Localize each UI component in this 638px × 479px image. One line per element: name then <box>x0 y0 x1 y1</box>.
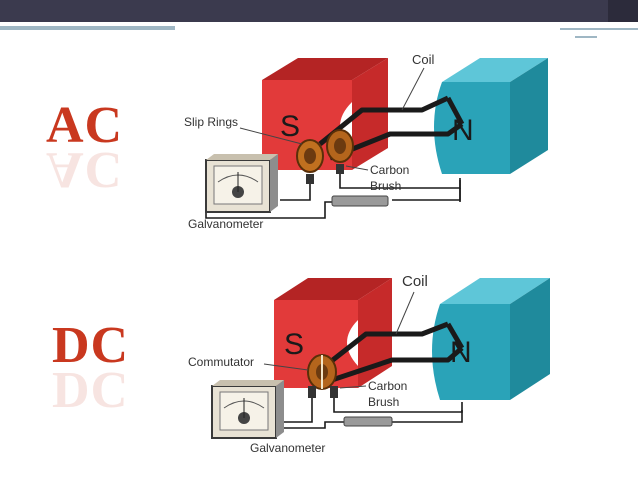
header-rule-left <box>0 26 175 30</box>
dc-galvanometer-icon <box>211 380 284 439</box>
dc-carbon-label-2: Brush <box>368 395 399 409</box>
resistor-icon <box>331 195 389 207</box>
dc-generator-diagram: S N Coil Commutator Carbon Brush Galvano… <box>188 273 550 455</box>
galvanometer-icon <box>205 154 278 213</box>
dc-galvanometer-label: Galvanometer <box>250 441 325 455</box>
ac-coil-label: Coil <box>412 52 435 67</box>
header-rule-tick <box>575 36 597 38</box>
ac-slip-rings <box>296 129 354 173</box>
ac-slip-rings-label: Slip Rings <box>184 115 238 129</box>
dc-commutator <box>307 354 337 390</box>
dc-south-label: S <box>284 328 304 361</box>
dc-carbon-brush-1 <box>330 386 338 398</box>
header-rule-right <box>560 28 638 30</box>
ac-north-label: N <box>452 114 474 147</box>
dc-title: DC DC <box>52 316 130 418</box>
dc-coil-label: Coil <box>402 273 428 290</box>
dc-title-text: DC <box>52 317 130 374</box>
dc-north-label: N <box>450 336 472 369</box>
ac-title-reflection: AC <box>46 141 124 198</box>
ac-coil <box>318 95 465 161</box>
ac-title: AC AC <box>46 96 124 198</box>
ac-galvanometer-label: Galvanometer <box>188 217 263 231</box>
ac-carbon-brush-1 <box>336 164 344 174</box>
ac-title-text: AC <box>46 97 124 154</box>
top-banner-accent <box>608 0 638 22</box>
ac-carbon-label-2: Brush <box>370 179 401 193</box>
dc-resistor-icon <box>343 416 393 427</box>
ac-carbon-label-1: Carbon <box>370 163 409 177</box>
dc-carbon-brush-2 <box>308 386 316 398</box>
ac-north-magnet <box>434 58 548 174</box>
ac-carbon-brush-2 <box>306 174 314 184</box>
dc-carbon-label-1: Carbon <box>368 379 407 393</box>
dc-title-reflection: DC <box>52 361 130 418</box>
ac-south-label: S <box>280 110 300 143</box>
ac-generator-diagram: S N Coil Slip Rings Carbon Brush Galvano… <box>184 52 548 231</box>
dc-commutator-label: Commutator <box>188 355 254 369</box>
top-banner <box>0 0 638 22</box>
dc-coil <box>318 321 465 385</box>
